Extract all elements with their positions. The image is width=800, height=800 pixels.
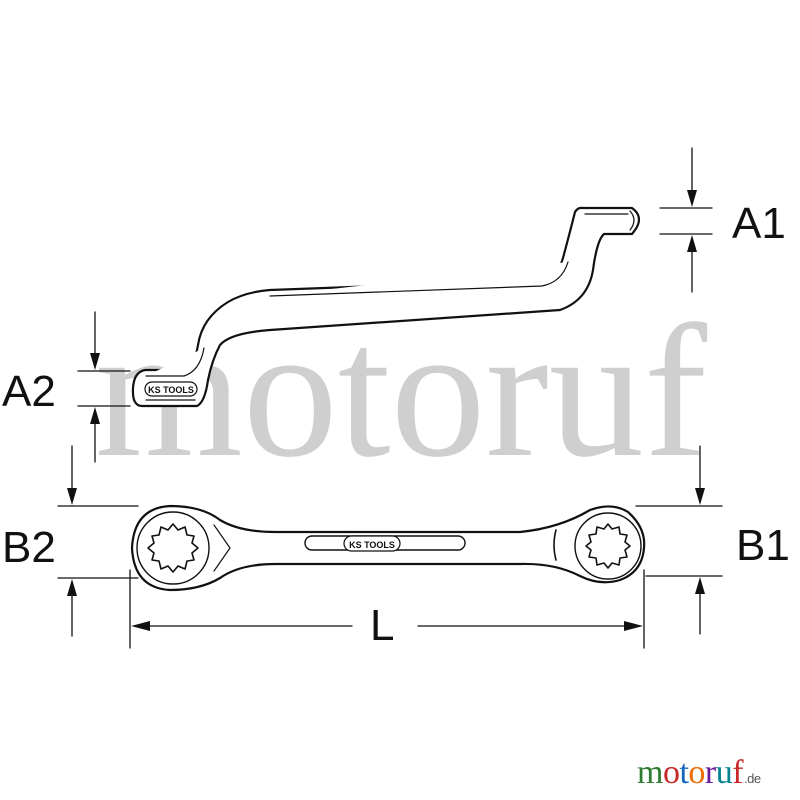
footer-logo-letter: r: [704, 754, 716, 791]
wrench-side-view: [131, 206, 641, 408]
dimension-label-b1: B1: [736, 521, 790, 570]
footer-logo-domain: .de: [744, 771, 761, 786]
dimension-label-a1: A1: [732, 199, 786, 248]
svg-text:KS TOOLS: KS TOOLS: [349, 540, 395, 550]
side-view-brand-badge: KS TOOLS: [144, 381, 198, 397]
dimension-arrowheads: [67, 190, 705, 631]
dimension-label-a2: A2: [2, 367, 56, 416]
motoruf-footer-logo: motoruf.de: [637, 754, 761, 792]
footer-logo-letter: t: [679, 754, 689, 791]
footer-logo-letter: u: [715, 754, 733, 791]
footer-logo-letter: f: [732, 754, 744, 791]
dimension-label-b2: B2: [2, 523, 56, 572]
svg-text:KS TOOLS: KS TOOLS: [148, 385, 194, 395]
footer-logo-letter: o: [688, 754, 705, 791]
left-ring-star: [147, 523, 199, 573]
top-view-brand-badge: KS TOOLS: [343, 535, 401, 552]
dimension-label-length: L: [370, 601, 394, 650]
right-ring-star: [585, 523, 631, 569]
footer-logo-letter: m: [637, 754, 663, 791]
footer-logo-letter: o: [662, 754, 680, 791]
